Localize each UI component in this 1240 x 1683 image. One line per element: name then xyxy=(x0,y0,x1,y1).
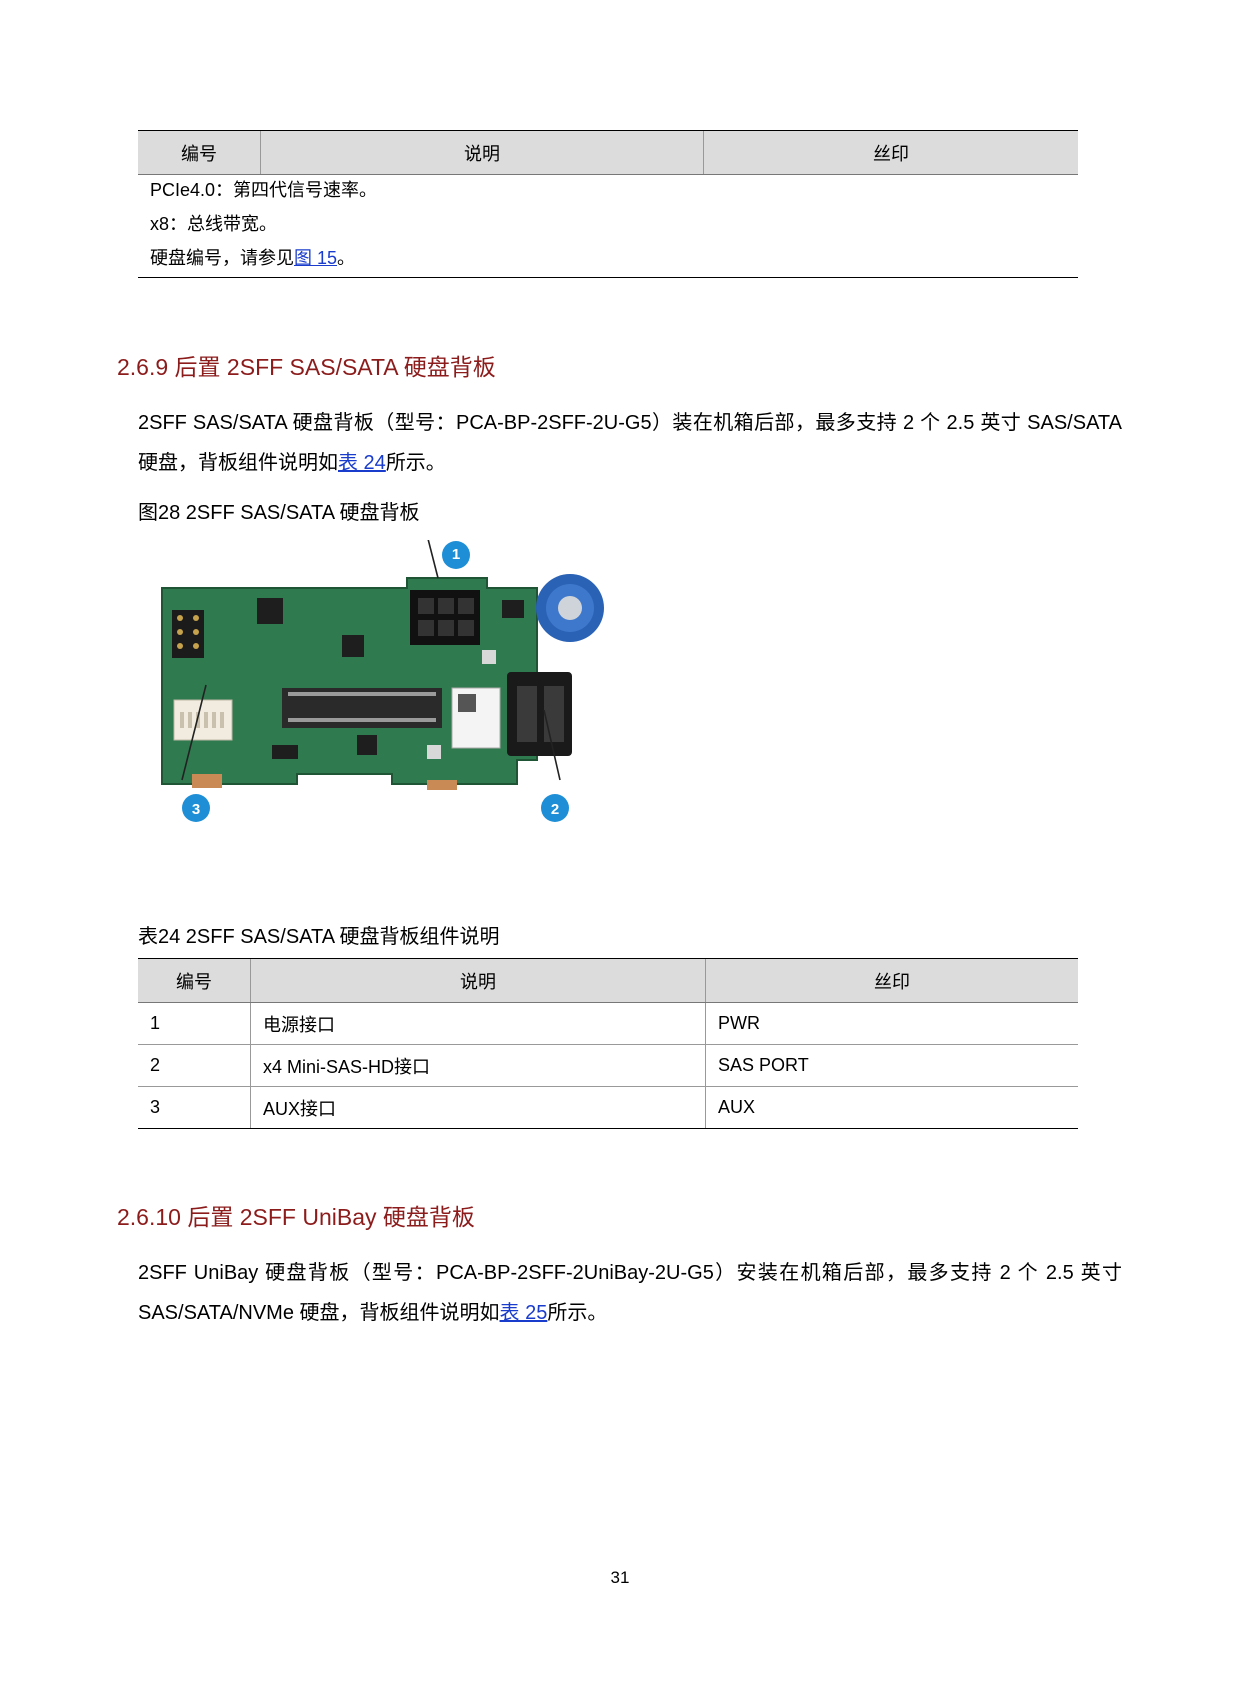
row-text: 硬盘编号，请参见 xyxy=(150,248,294,268)
figure-caption: 图28 2SFF SAS/SATA 硬盘背板 xyxy=(138,502,420,524)
backplane-figure: 2 3 xyxy=(161,540,604,822)
col-header-silkscreen: 丝印 xyxy=(705,958,1078,1003)
cell-silkscreen: SAS PORT xyxy=(705,1044,1078,1087)
cell-description: x4 Mini-SAS-HD接口 xyxy=(250,1044,706,1087)
table-link[interactable]: 表 24 xyxy=(338,452,386,474)
col-header-number: 编号 xyxy=(138,958,251,1003)
paragraph-text-end: 所示。 xyxy=(385,452,446,474)
table-row: 1 电源接口 PWR xyxy=(138,1002,1078,1045)
continued-table-body: PCIe4.0：第四代信号速率。 x8：总线带宽。 硬盘编号，请参见图 15。 xyxy=(138,172,1078,278)
callout-label: 1 xyxy=(451,546,461,563)
paragraph-text: 2SFF SAS/SATA 硬盘背板（型号：PCA-BP-2SFF-2U-G5）… xyxy=(138,412,1122,474)
row-text-end: 。 xyxy=(337,248,356,268)
table-row: x8：总线带宽。 xyxy=(150,214,278,234)
callout-label: 2 xyxy=(551,801,559,818)
section-heading: 2.6.9 后置 2SFF SAS/SATA 硬盘背板 xyxy=(117,354,496,380)
cell-silkscreen: PWR xyxy=(705,1002,1078,1045)
cell-description: 电源接口 xyxy=(250,1002,706,1045)
callout-marker: 3 xyxy=(182,794,210,822)
table-row: 硬盘编号，请参见图 15。 xyxy=(150,244,355,270)
callout-label: 3 xyxy=(192,801,200,818)
callout-marker: 1 xyxy=(442,541,470,569)
section-paragraph: 2SFF UniBay 硬盘背板（型号：PCA-BP-2SFF-2UniBay-… xyxy=(138,1253,1122,1333)
table-row: 2 x4 Mini-SAS-HD接口 SAS PORT xyxy=(138,1044,1078,1087)
page-number: 31 xyxy=(610,1568,630,1587)
continued-table: 编号 说明 丝印 xyxy=(138,130,1078,175)
col-header-number: 编号 xyxy=(138,130,261,175)
cell-number: 2 xyxy=(138,1044,251,1087)
paragraph-text: 2SFF UniBay 硬盘背板（型号：PCA-BP-2SFF-2UniBay-… xyxy=(138,1262,1122,1324)
component-table: 编号 说明 丝印 1 电源接口 PWR 2 x4 Mini-SAS-HD接口 S… xyxy=(138,958,1078,1129)
cell-silkscreen: AUX xyxy=(705,1086,1078,1129)
col-header-description: 说明 xyxy=(250,958,706,1003)
paragraph-text-end: 所示。 xyxy=(547,1302,608,1324)
figure-link[interactable]: 图 15 xyxy=(294,248,338,268)
table-row: PCIe4.0：第四代信号速率。 xyxy=(150,180,378,200)
cell-number: 3 xyxy=(138,1086,251,1129)
cell-description: AUX接口 xyxy=(250,1086,706,1129)
cell-number: 1 xyxy=(138,1002,251,1045)
table-link[interactable]: 表 25 xyxy=(499,1302,548,1324)
table-row: 3 AUX接口 AUX xyxy=(138,1086,1078,1129)
col-header-description: 说明 xyxy=(260,130,704,175)
callout-marker: 2 xyxy=(541,794,569,822)
col-header-silkscreen: 丝印 xyxy=(703,130,1078,175)
section-paragraph: 2SFF SAS/SATA 硬盘背板（型号：PCA-BP-2SFF-2U-G5）… xyxy=(138,403,1122,483)
table-caption: 表24 2SFF SAS/SATA 硬盘背板组件说明 xyxy=(138,926,500,948)
section-heading: 2.6.10 后置 2SFF UniBay 硬盘背板 xyxy=(117,1204,475,1230)
